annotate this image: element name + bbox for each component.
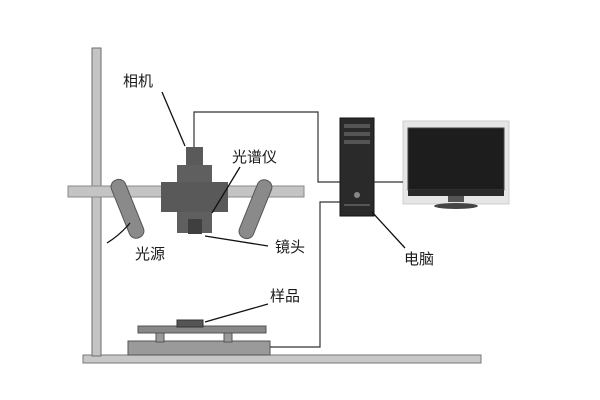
spectrometer-wings (161, 182, 228, 212)
leader-lens (204, 235, 269, 247)
leader-camera (161, 91, 186, 147)
camera-top (186, 147, 203, 165)
leader-light-source (106, 222, 131, 244)
monitor-icon (402, 120, 510, 209)
light-source-left (110, 178, 145, 239)
table-base (82, 354, 482, 364)
label-computer: 电脑 (404, 250, 434, 268)
sample-object (176, 319, 204, 328)
label-light-source: 光源 (135, 245, 165, 263)
label-spectrometer: 光谱仪 (232, 148, 277, 166)
leader-spectrometer (211, 166, 241, 214)
lens-body (188, 219, 202, 234)
camera-spectrometer-assembly (161, 147, 228, 234)
label-lens: 镜头 (275, 238, 305, 256)
stand-pole (91, 47, 102, 357)
cable-stage-to-computer (270, 201, 340, 348)
label-sample: 样品 (270, 287, 300, 305)
leader-sample (204, 303, 269, 323)
sample-stage (127, 319, 271, 356)
computer-tower-icon (339, 117, 375, 217)
light-source-right (238, 179, 273, 240)
label-camera: 相机 (123, 72, 153, 90)
cable-camera-to-computer (193, 111, 340, 183)
leader-computer (371, 211, 406, 249)
